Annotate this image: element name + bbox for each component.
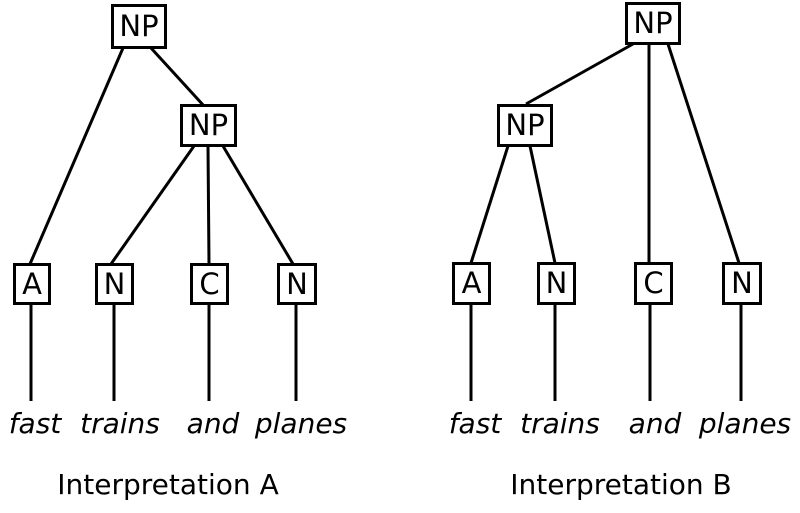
tree-b-root-np: NP [625,2,681,45]
edge-a-root-to-inner [149,46,206,108]
tree-b-word-trains: trains [520,407,600,440]
tree-a-leaf-n1: N [95,263,134,305]
tree-a-word-planes: planes [254,407,348,440]
edge-a-inner-to-c [206,145,211,265]
tree-b-leaf-a: A [452,262,491,305]
edge-a-inner-to-n1 [109,145,196,265]
tree-a-word-fast: fast [8,407,62,440]
tree-a-caption: Interpretation A [57,468,279,501]
tree-a-leaf-n2: N [277,263,317,305]
edge-b-root-to-inner [525,42,634,106]
edge-b-inner-to-n1 [528,145,557,264]
edge-b-root-to-n2 [666,43,741,264]
tree-b-leaf-c: C [634,262,673,305]
tree-b-word-and: and [628,407,682,440]
edge-a-root-to-a-leaf [28,47,125,265]
tree-b-word-fast: fast [448,407,502,440]
tree-b-word-planes: planes [698,407,792,440]
tree-b-caption: Interpretation B [510,468,732,501]
tree-a-word-and: and [186,407,240,440]
edge-a-inner-to-n2 [221,145,295,265]
tree-b-leaf-n1: N [537,262,576,305]
tree-a-root-np: NP [111,4,167,49]
tree-a-leaf-c: C [190,263,229,305]
tree-a-inner-np: NP [180,104,237,147]
tree-b-leaf-n2: N [722,262,762,305]
edge-b-inner-to-a-leaf [469,145,510,264]
tree-a-leaf-a: A [13,263,51,305]
tree-a-word-trains: trains [80,407,160,440]
tree-b-inner-np: NP [497,104,553,147]
